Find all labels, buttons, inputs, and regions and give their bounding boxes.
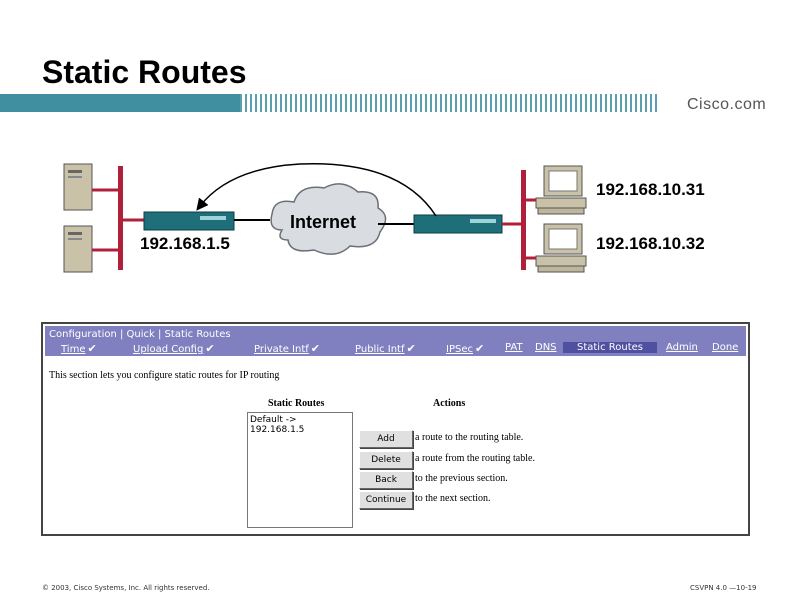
check-icon: ✔ [205, 342, 215, 355]
network-diagram [63, 162, 587, 273]
nav-dns[interactable]: DNS [535, 342, 557, 353]
nav-pat[interactable]: PAT [505, 342, 523, 353]
cloud-label: Internet [290, 212, 357, 232]
back-button[interactable]: Back [359, 471, 413, 489]
nav-admin[interactable]: Admin [666, 342, 698, 353]
nav-done[interactable]: Done [712, 342, 739, 353]
continue-description: to the next section. [415, 493, 491, 504]
static-routes-label: Static Routes [268, 398, 325, 409]
nav-public-intf[interactable]: Public Intf✔ [355, 342, 416, 355]
back-description: to the previous section. [415, 473, 508, 484]
title-band [0, 94, 800, 112]
actions-label: Actions [433, 398, 466, 409]
panel-breadcrumb[interactable]: Configuration | Quick | Static Routes [49, 329, 231, 340]
right-ip-label-1: 192.168.10.31 [596, 180, 705, 199]
server-icon [63, 163, 93, 211]
left-network-line [118, 166, 123, 270]
vpn-concentrator-left-icon [143, 211, 235, 231]
static-routes-list[interactable]: Default -> 192.168.1.5 [247, 412, 353, 528]
slide-title: Static Routes [42, 54, 247, 90]
delete-button[interactable]: Delete [359, 451, 413, 469]
right-ip-label-2: 192.168.10.32 [596, 234, 705, 253]
nav-private-intf[interactable]: Private Intf✔ [254, 342, 320, 355]
right-network-line [521, 170, 526, 270]
nav-upload-config[interactable]: Upload Config✔ [133, 342, 215, 355]
panel-nav: Time✔ Upload Config✔ Private Intf✔ Publi… [45, 341, 746, 356]
intro-text: This section lets you configure static r… [49, 370, 280, 381]
nav-static-routes[interactable]: Static Routes [563, 342, 657, 353]
check-icon: ✔ [310, 342, 320, 355]
band-stripes [240, 94, 660, 112]
delete-description: a route from the routing table. [415, 453, 535, 464]
band-solid [0, 94, 240, 112]
panel-header: Configuration | Quick | Static Routes Ti… [45, 326, 746, 356]
copyright-footer: © 2003, Cisco Systems, Inc. All rights r… [42, 584, 210, 592]
check-icon: ✔ [87, 342, 97, 355]
list-item[interactable]: Default -> 192.168.1.5 [250, 415, 305, 435]
nav-ipsec[interactable]: IPSec✔ [446, 342, 485, 355]
add-description: a route to the routing table. [415, 432, 524, 443]
route-arc-arrow [196, 162, 437, 217]
cisco-logo: Cisco.com [687, 96, 767, 113]
pc-icon [535, 165, 587, 215]
internet-cloud-icon [270, 183, 387, 255]
check-icon: ✔ [406, 342, 416, 355]
config-panel: Configuration | Quick | Static Routes Ti… [41, 322, 750, 536]
continue-button[interactable]: Continue [359, 491, 413, 509]
server-icon [63, 225, 93, 273]
nav-time[interactable]: Time✔ [61, 342, 97, 355]
pc-icon [535, 223, 587, 273]
vpn-concentrator-right-icon [413, 214, 503, 234]
left-ip-label: 192.168.1.5 [140, 234, 230, 253]
check-icon: ✔ [474, 342, 485, 355]
slide-number-footer: CSVPN 4.0 —10-19 [690, 584, 757, 592]
add-button[interactable]: Add [359, 430, 413, 448]
